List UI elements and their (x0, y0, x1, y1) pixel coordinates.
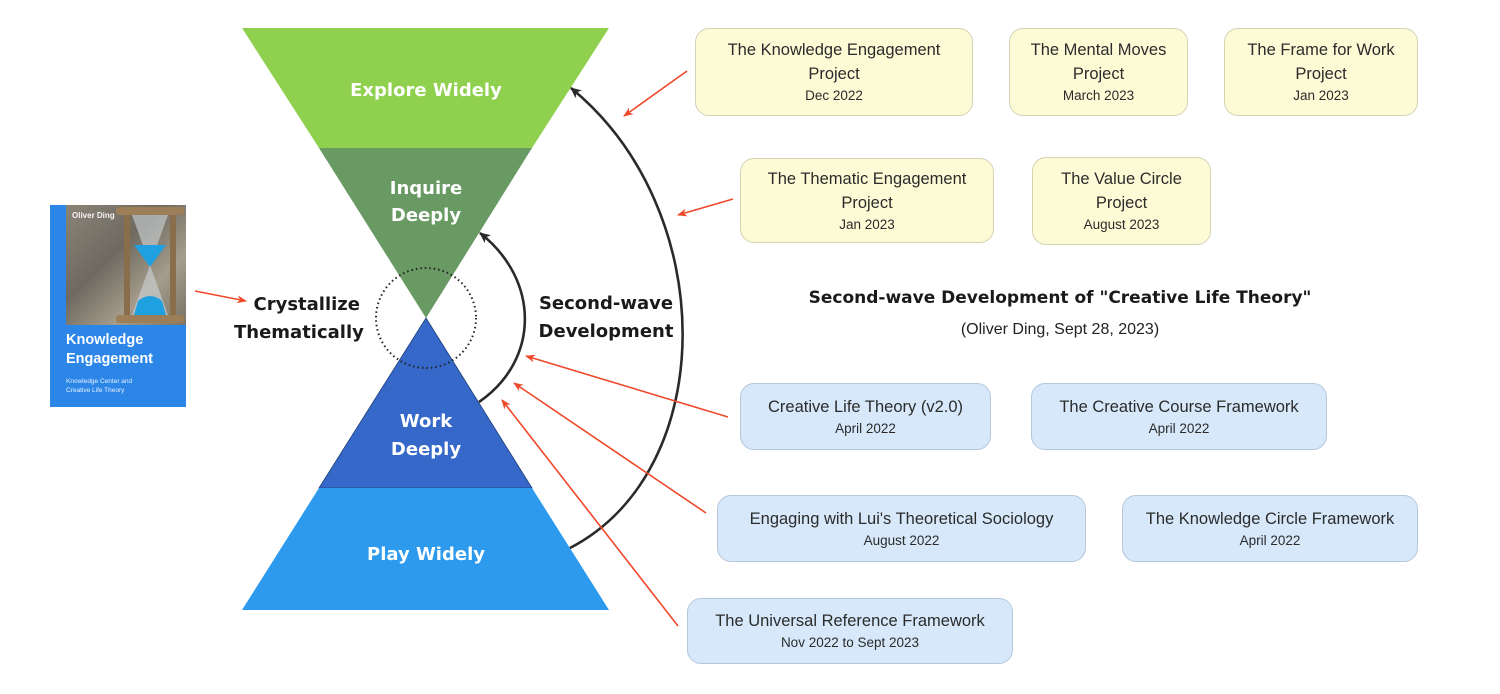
work-deeply-label-line2: Deeply (391, 439, 461, 460)
framework-box: Engaging with Lui's Theoretical Sociolog… (717, 495, 1086, 562)
book-subtitle-line2: Creative Life Theory (66, 387, 125, 394)
diagram-subtitle: (Oliver Ding, Sept 28, 2023) (960, 321, 1160, 338)
inquire-deeply-segment (319, 148, 532, 318)
crystallize-label-line1: Crystallize (253, 294, 360, 315)
second-wave-label-line1: Second-wave (538, 293, 674, 314)
framework-box: The Creative Course Framework April 2022 (1031, 383, 1327, 450)
framework-title: The Creative Course Framework (1059, 397, 1299, 416)
project-box: The Mental Moves Project March 2023 (1009, 28, 1188, 116)
framework-date: April 2022 (1239, 532, 1301, 548)
project-title: The Thematic Engagement (767, 169, 967, 188)
project-title: Project (808, 65, 860, 83)
arrow-creative-life-theory (525, 354, 729, 418)
play-widely-segment (242, 488, 609, 610)
framework-date: April 2022 (1148, 420, 1210, 436)
project-title: Project (1072, 65, 1125, 83)
project-box: The Frame for Work Project Jan 2023 (1224, 28, 1418, 116)
framework-box: The Universal Reference Framework Nov 20… (687, 598, 1013, 664)
book-cover: Oliver Ding Knowledge Engagement Knowled… (50, 205, 186, 407)
arrow-book-to-crystallize (194, 290, 247, 304)
project-title: The Frame for Work (1247, 41, 1395, 59)
book-subtitle-line1: Knowledge Center and (66, 378, 133, 385)
project-title: The Value Circle (1061, 170, 1182, 188)
project-date: March 2023 (1062, 88, 1135, 103)
framework-title: The Knowledge Circle Framework (1145, 509, 1395, 528)
explore-widely-label: Explore Widely (350, 80, 502, 101)
project-date: Dec 2022 (805, 88, 863, 103)
second-wave-label-line2: Development (538, 321, 674, 342)
arrow-thematic-engagement (677, 198, 734, 217)
book-title-line2: Engagement (66, 351, 154, 367)
framework-title: Creative Life Theory (v2.0) (767, 397, 964, 416)
project-title: Project (841, 193, 893, 212)
inquire-deeply-label-line2: Deeply (391, 205, 461, 226)
project-date: Jan 2023 (1293, 88, 1349, 103)
crystallize-label: Crystallize Thematically (234, 291, 364, 347)
arrow-knowledge-engagement (623, 70, 688, 117)
book-author: Oliver Ding (72, 211, 115, 220)
inner-development-arc (478, 231, 527, 404)
inquire-deeply-label-line1: Inquire (390, 178, 462, 199)
framework-title: Engaging with Lui's Theoretical Sociolog… (749, 509, 1054, 528)
project-date: Jan 2023 (839, 216, 895, 232)
project-box: The Value Circle Project August 2023 (1032, 157, 1211, 245)
work-deeply-label-line1: Work (400, 411, 453, 432)
second-wave-label: Second-wave Development (536, 290, 676, 346)
arrow-lui-sociology (513, 382, 707, 514)
explore-widely-segment (242, 28, 609, 148)
project-box: The Thematic Engagement Project Jan 2023 (740, 158, 994, 243)
arrow-universal-reference (501, 399, 679, 627)
framework-box: Creative Life Theory (v2.0) April 2022 (740, 383, 991, 450)
project-title: The Mental Moves (1030, 41, 1167, 59)
project-date: August 2023 (1083, 217, 1160, 232)
framework-date: Nov 2022 to Sept 2023 (780, 635, 920, 650)
framework-date: April 2022 (835, 420, 896, 436)
outer-development-arc (569, 86, 684, 550)
diagram-title: Second-wave Development of "Creative Lif… (808, 288, 1312, 308)
hourglass-photo-icon (66, 205, 186, 325)
project-box: The Knowledge Engagement Project Dec 202… (695, 28, 973, 116)
crystallize-circle (375, 267, 477, 369)
framework-title: The Universal Reference Framework (715, 612, 985, 630)
book-title-line1: Knowledge (66, 332, 144, 348)
project-title: Project (1295, 65, 1347, 83)
book-title: Knowledge Engagement (66, 331, 184, 369)
crystallize-label-line2: Thematically (234, 322, 364, 343)
play-widely-label: Play Widely (367, 544, 485, 565)
project-title: The Knowledge Engagement (727, 41, 941, 59)
framework-box: The Knowledge Circle Framework April 202… (1122, 495, 1418, 562)
book-subtitle: Knowledge Center and Creative Life Theor… (66, 377, 184, 395)
framework-date: August 2022 (863, 532, 940, 548)
project-title: Project (1095, 194, 1148, 212)
